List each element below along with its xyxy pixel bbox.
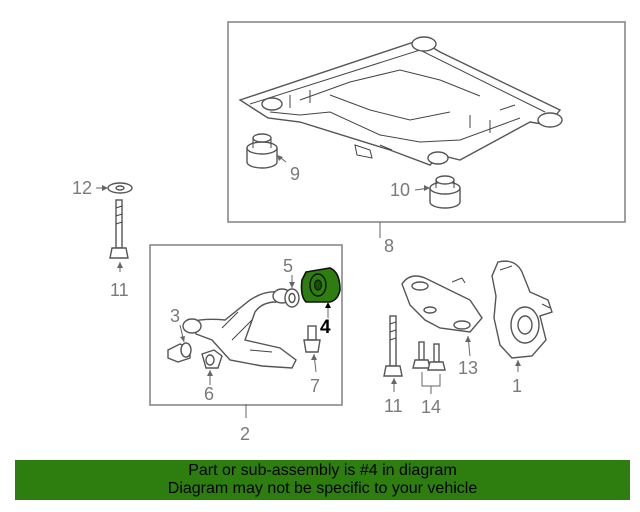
callout-9: 9	[290, 164, 300, 184]
callout-11-right: 11	[384, 396, 403, 416]
callout-7: 7	[310, 376, 320, 396]
banner-line-2: Diagram may not be specific to your vehi…	[167, 480, 478, 497]
callout-10: 10	[390, 180, 410, 200]
bushing-3	[167, 342, 192, 363]
callout-13: 13	[458, 358, 478, 378]
bushing-6	[201, 349, 223, 369]
callout-12: 12	[72, 178, 92, 198]
callout-1: 1	[512, 376, 522, 396]
subframe-group-box	[227, 21, 626, 223]
banner-line-1: Part or sub-assembly is #4 in diagram	[188, 462, 457, 479]
callout-4: 4	[320, 317, 331, 338]
ball-joint-7	[303, 325, 321, 353]
subframe-drawing	[238, 36, 563, 166]
callout-2: 2	[240, 424, 250, 444]
bushing-5	[284, 288, 300, 308]
bolt-11-right	[383, 315, 403, 377]
bushing-9	[246, 133, 278, 169]
callout-3: 3	[170, 306, 180, 326]
callout-5: 5	[283, 256, 293, 276]
bushing-4-highlighted	[300, 267, 341, 303]
control-arm-drawing	[182, 288, 297, 369]
info-banner: Part or sub-assembly is #4 in diagram Di…	[15, 460, 630, 500]
callout-11-left: 11	[110, 280, 129, 300]
knuckle-1	[491, 260, 553, 359]
bushing-10	[429, 175, 461, 209]
callout-6: 6	[204, 384, 214, 404]
bolt-11-left	[109, 199, 129, 259]
callout-8: 8	[384, 236, 394, 256]
bolts-14	[412, 341, 446, 371]
callout-14: 14	[421, 397, 441, 417]
bracket-13	[401, 275, 483, 333]
